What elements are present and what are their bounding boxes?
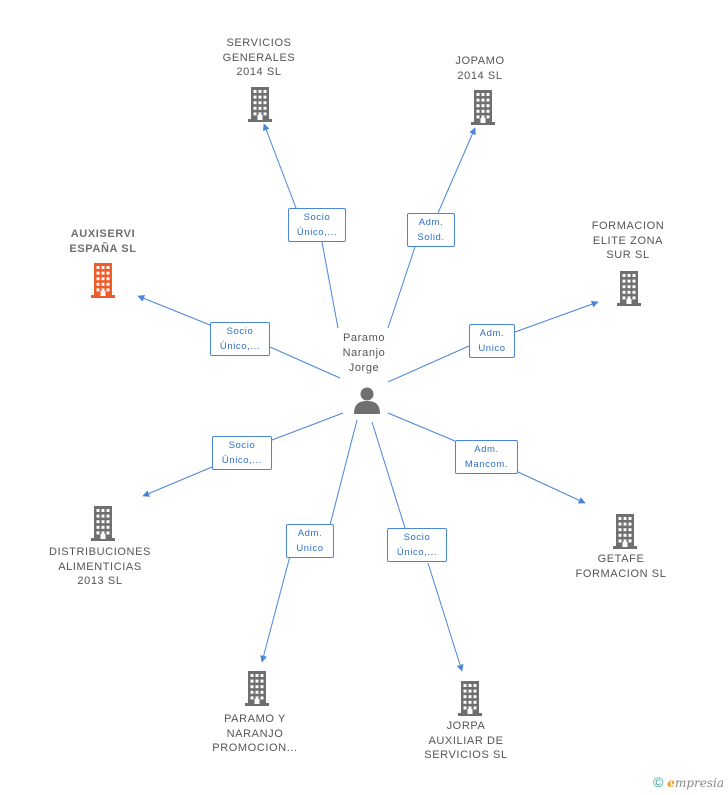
edge-distribuciones-segment: [271, 412, 344, 441]
center-person-label[interactable]: Paramo Naranjo Jorge: [342, 332, 386, 374]
company-label-distribuciones[interactable]: DISTRIBUCIONES ALIMENTICIAS 2013 SL: [49, 546, 151, 587]
edge-formacion-segment: [387, 345, 470, 383]
edge-auxiservi-arrow: [137, 295, 211, 326]
company-label-servicios[interactable]: SERVICIOS GENERALES 2014 SL: [222, 37, 296, 78]
edge-paramo-arrow: [260, 555, 291, 663]
company-label-jopamo[interactable]: JOPAMO 2014 SL: [455, 55, 505, 82]
relation-label-jopamo[interactable]: Adm. Solid.: [407, 213, 455, 247]
company-label-jorpa[interactable]: JORPA AUXILIAR DE SERVICIOS SL: [424, 720, 508, 761]
edge-servicios-arrow: [262, 123, 297, 209]
edge-formacion-arrow: [514, 300, 599, 333]
copyright-icon: ©: [653, 774, 664, 790]
edge-paramo-segment: [329, 419, 358, 526]
relation-label-jorpa[interactable]: Socio Único,...: [387, 528, 447, 562]
edge-getafe-segment: [387, 412, 456, 442]
edge-jopamo-segment: [387, 246, 416, 329]
building-icon[interactable]: [614, 270, 644, 310]
edge-jorpa-segment: [371, 421, 406, 529]
company-label-getafe[interactable]: GETAFE FORMACION SL: [575, 553, 667, 580]
relation-label-auxiservi[interactable]: Socio Único,...: [210, 322, 270, 356]
edge-servicios-segment: [321, 241, 339, 329]
brand-logo-text: mpresia: [674, 776, 724, 790]
relation-label-paramo[interactable]: Adm. Unico: [286, 524, 334, 558]
edge-jopamo-arrow: [437, 127, 476, 214]
company-label-formacion[interactable]: FORMACION ELITE ZONA SUR SL: [591, 220, 665, 261]
building-icon[interactable]: [245, 86, 275, 126]
company-label-paramo[interactable]: PARAMO Y NARANJO PROMOCION...: [212, 713, 298, 754]
relation-label-distribuciones[interactable]: Socio Único,...: [212, 436, 272, 470]
empresia-brand[interactable]: © empresia: [653, 774, 724, 790]
relation-label-formacion[interactable]: Adm. Unico: [469, 324, 515, 358]
edge-jorpa-arrow: [427, 562, 464, 672]
brand-logo-e: e: [667, 776, 675, 790]
building-icon[interactable]: [242, 670, 272, 710]
relation-label-servicios[interactable]: Socio Único,...: [288, 208, 346, 242]
building-icon[interactable]: [88, 262, 118, 302]
building-icon[interactable]: [610, 513, 640, 553]
building-icon[interactable]: [468, 89, 498, 129]
building-icon[interactable]: [88, 505, 118, 545]
building-icon[interactable]: [455, 680, 485, 720]
relation-label-getafe[interactable]: Adm. Mancom.: [455, 440, 518, 474]
person-icon[interactable]: [352, 385, 382, 415]
company-label-auxiservi[interactable]: AUXISERVI ESPAÑA SL: [69, 228, 137, 255]
edge-getafe-arrow: [517, 471, 586, 504]
edge-auxiservi-segment: [269, 346, 341, 379]
edge-distribuciones-arrow: [142, 466, 213, 497]
